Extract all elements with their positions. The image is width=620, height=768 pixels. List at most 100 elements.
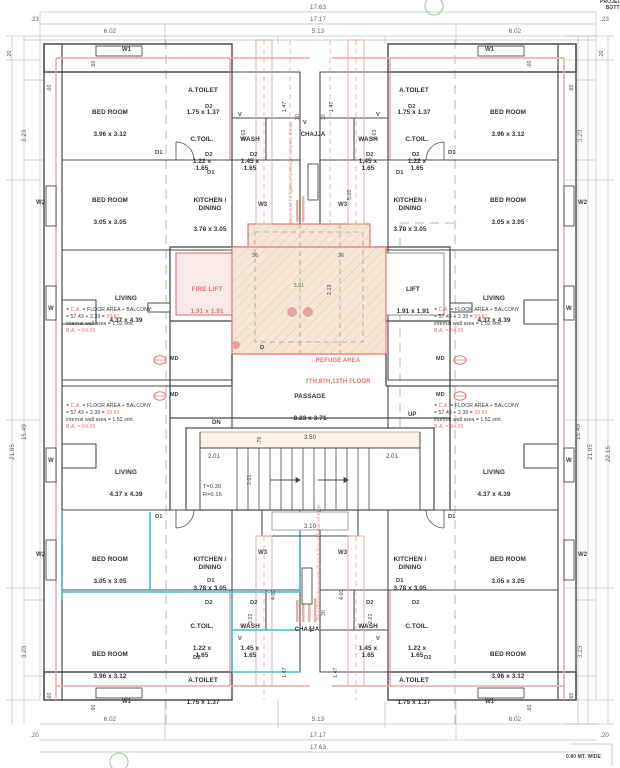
room-label: BED ROOM — [490, 109, 526, 117]
room-bedroom-inner-br: BED ROOM 3.05 x 3.05 — [490, 542, 526, 592]
area-statement-br: = C.A. = FLOOR AREA + BALCONY = 57.43 + … — [434, 403, 519, 431]
ca-formula: = FLOOR AREA + BALCONY — [82, 307, 152, 313]
room-size: 1.91 x 1.91 — [190, 307, 224, 315]
refuge-area-block — [231, 223, 387, 355]
room-size: 8.23 x 3.71 — [293, 414, 327, 422]
room-size: 1.75 x 1.37 — [397, 108, 431, 116]
internal-wall-area: internal wall area = 1.52 smt. — [434, 416, 503, 423]
door-tag-d1b-tl: D1 — [207, 170, 215, 176]
refuge-fixtures — [232, 307, 313, 349]
projection-note-box — [570, 743, 613, 766]
room-label: BED ROOM — [490, 651, 526, 659]
eq: = — [434, 403, 438, 409]
dim-147-bot-left: 1.47 — [282, 667, 288, 679]
door-tag-d1-bl: D1 — [155, 514, 163, 520]
dim-wall-60-tr: .60 — [569, 84, 575, 92]
vent-tag-bl: V — [238, 636, 242, 642]
room-label: C.TOIL. — [405, 623, 429, 631]
refuge-title: REFUGE AREA — [315, 358, 361, 365]
room-bedroom-tr: BED ROOM 3.96 x 3.12 — [490, 95, 526, 145]
room-label: LIVING — [483, 295, 505, 303]
door-tag-d1-br: D1 — [448, 514, 456, 520]
room-size: 4.37 x 4.39 — [109, 316, 143, 324]
label-chajja-bottom: CHAJJA — [294, 627, 320, 633]
dim-top-seg-2: 5.13 — [311, 28, 325, 35]
window-tag-w2-bl: W2 — [36, 552, 46, 558]
room-kitchen-tr: KITCHEN / DINING 3.78 x 3.05 — [393, 183, 426, 240]
eq2: = — [434, 313, 438, 320]
window-tag-w3-tr: W3 — [338, 202, 348, 208]
room-ctoil-bl: C.TOIL. 1.22 x 1.65 — [190, 609, 213, 666]
dim-30-top-left: 30 — [321, 114, 327, 120]
fire-lift-shaft — [175, 252, 239, 316]
room-size: 3.05 x 3.05 — [491, 218, 525, 226]
window-tag-w-tr: W — [566, 306, 572, 312]
dim-202-top: 2.02 — [241, 129, 247, 141]
dim-bot-left-offset: .20 — [30, 732, 39, 739]
window-tag-w3-tl: W3 — [258, 202, 268, 208]
internal-wall-area: internal wall area = 1.52 smt. — [66, 416, 135, 423]
room-size: 1.22 x 1.65 — [192, 644, 212, 660]
dim-shaft-36-left: 36 — [252, 253, 258, 259]
built-up-area: B.A. = 64.95 — [434, 423, 464, 430]
balcony — [62, 299, 558, 469]
room-label: WASH — [240, 623, 260, 631]
door-tag-d1b-br: D1 — [396, 578, 404, 584]
door-tag-d1b-tr: D1 — [396, 170, 404, 176]
window-tag-w3-br: W3 — [338, 550, 348, 556]
window-tag-w2-tr: W2 — [578, 200, 588, 206]
room-label: WASH — [358, 136, 378, 144]
room-bedroom-inner-tr: BED ROOM 3.05 x 3.05 — [490, 183, 526, 233]
room-label: KITCHEN / DINING — [393, 197, 427, 212]
room-label: PASSAGE — [294, 393, 326, 401]
pink-wall-overlay — [55, 57, 565, 700]
room-label: A.TOILET — [399, 87, 429, 95]
dim-bot-overall-1: 17.17 — [310, 732, 326, 739]
dim-stair-width: 3.50 — [303, 435, 317, 441]
room-label: BED ROOM — [490, 197, 526, 205]
ca-values: 57.43 + 2.39 = — [438, 409, 473, 416]
room-size: 1.75 x 1.37 — [397, 698, 431, 706]
dim-left-1549: 15.49 — [21, 424, 28, 440]
room-ctoil-tl: C.TOIL. 1.22 x 1.65 — [190, 122, 213, 179]
door-tag-d1-tr: D1 — [448, 150, 456, 156]
window-tag-w-tl: W — [48, 306, 54, 312]
sprinkler-symbols-top — [296, 196, 305, 222]
room-size: 1.91 x 1.91 — [396, 307, 430, 315]
room-lift: LIFT 1.91 x 1.91 — [396, 272, 429, 322]
dim-stair-left: 2.01 — [207, 454, 221, 460]
door-symbols — [175, 141, 445, 529]
room-size: 3.78 x 3.05 — [193, 585, 227, 593]
door-tag-d2b-bl: D2 — [250, 600, 258, 606]
room-size: 3.96 x 3.12 — [491, 130, 525, 138]
room-bedroom-inner-tl: BED ROOM 3.05 x 3.05 — [92, 183, 128, 233]
window-tag-w1-bl: W1 — [122, 699, 132, 705]
ca-key: C.A. — [70, 307, 81, 313]
built-up-area: B.A. = 64.95 — [434, 327, 464, 334]
dim-bot-seg-2: 5.13 — [311, 716, 325, 723]
note-projection-bottom: PROJECTION BOTTOM — [600, 0, 620, 12]
room-label: WASH — [358, 623, 378, 631]
vent-tag-br: V — [376, 636, 380, 642]
eq: = — [66, 403, 70, 409]
lift-door-symbols — [147, 302, 473, 313]
dim-wall-60-bl: .60 — [47, 692, 53, 700]
room-bedroom-bl: BED ROOM 3.96 x 3.12 — [92, 637, 128, 687]
door-tag-d2-tl: D2 — [205, 104, 213, 110]
eq2: = — [66, 409, 70, 416]
ca-total: 59.82 — [474, 409, 488, 416]
passage-walls — [169, 321, 451, 510]
room-size: 1.75 x 1.37 — [186, 698, 220, 706]
room-size: 1.75 x 1.37 — [186, 108, 220, 116]
room-atoilet-tr: A.TOILET 1.75 x 1.37 — [397, 73, 430, 123]
md-markers — [153, 355, 467, 401]
ca-total: 59.82 — [106, 313, 120, 320]
ca-values: 57.43 + 2.39 = — [70, 409, 105, 416]
dim-chajja-400-right: 4.00 — [339, 589, 345, 601]
room-size: 4.37 x 4.39 — [477, 316, 511, 324]
md-label-1: MD — [170, 356, 179, 362]
ca-formula: = FLOOR AREA + BALCONY — [82, 403, 152, 409]
dim-stair-landing: .76 — [257, 436, 263, 444]
room-size: 3.78 x 3.05 — [393, 226, 427, 234]
stair-riser-label: R=0.16 — [203, 492, 222, 498]
